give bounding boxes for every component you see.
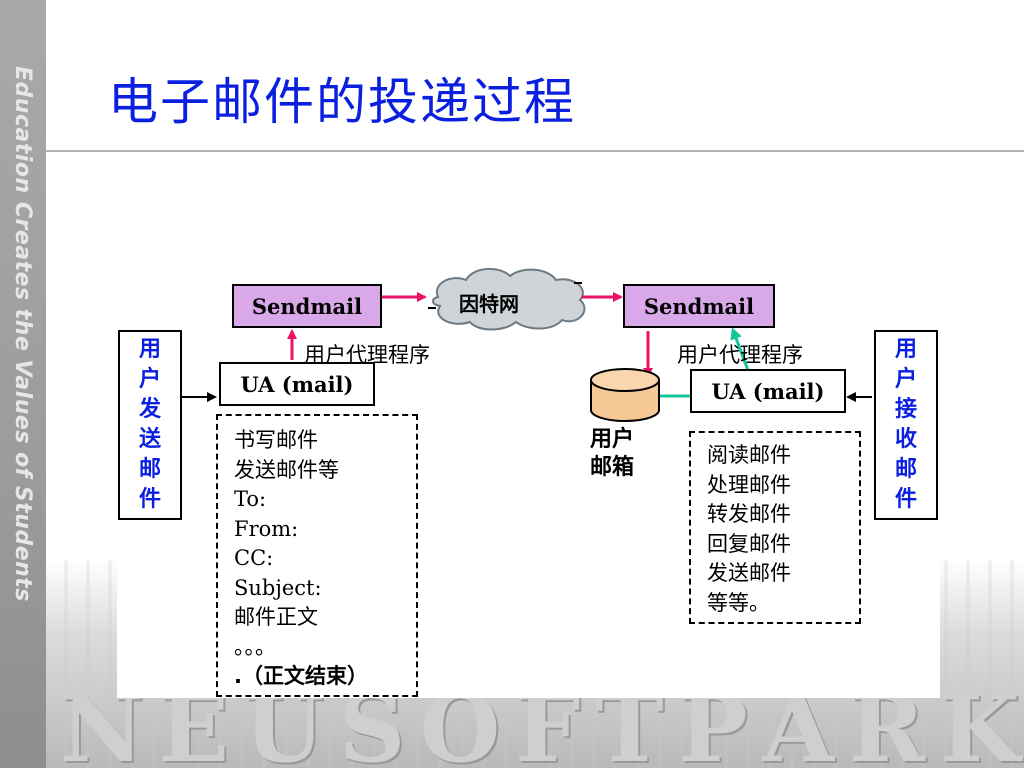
background-sign-letter: S — [338, 675, 406, 783]
background-sign-letter: N — [60, 675, 145, 783]
sender-sendmail-box: Sendmail — [232, 284, 382, 328]
compose-line: 。。。 — [234, 634, 276, 659]
compose-line: .（正文结束） — [234, 664, 368, 688]
receiver-label-char: 邮 — [894, 457, 917, 482]
background-sign-letter: T — [595, 675, 664, 783]
sender-label-char: 件 — [138, 487, 161, 512]
internet-cloud — [432, 268, 586, 331]
action-line: 发送邮件 — [707, 561, 791, 585]
internet-label: 因特网 — [459, 292, 519, 316]
background-sign-letter: O — [420, 675, 501, 783]
receiver-ua-box: UA (mail) — [690, 369, 846, 413]
sender-label-char: 用 — [138, 337, 161, 362]
receiver-label-char: 收 — [894, 427, 917, 452]
compose-line: To: — [234, 487, 267, 511]
receiver-label-box: 用 户 接 收 邮 件 — [874, 330, 938, 520]
background-sign-letter: A — [762, 675, 834, 783]
receiver-actions-panel: 阅读邮件 处理邮件 转发邮件 回复邮件 发送邮件 等等。 — [689, 431, 861, 624]
background-sign-letter: F — [515, 675, 581, 783]
slide-title: 电子邮件的投递过程 — [108, 73, 576, 131]
receiver-label-char: 户 — [894, 367, 917, 392]
compose-line: 书写邮件 — [234, 428, 318, 452]
mailbox-label: 用户 邮箱 — [590, 426, 634, 482]
background-sign-letter: K — [940, 675, 1020, 783]
mailbox-label-line: 邮箱 — [590, 455, 635, 480]
sender-label-char: 送 — [138, 427, 161, 452]
compose-line: Subject: — [234, 575, 322, 600]
compose-line: CC: — [234, 546, 274, 570]
compose-line: 发送邮件等 — [234, 457, 339, 482]
mailbox-cylinder — [590, 368, 660, 422]
compose-line: 邮件正文 — [234, 605, 318, 629]
background-sign-letter: R — [848, 675, 926, 783]
sender-label-char: 邮 — [138, 457, 161, 482]
sender-label-char: 发 — [138, 397, 161, 422]
receiver-label-char: 接 — [894, 397, 917, 422]
action-line: 转发邮件 — [707, 502, 791, 526]
receiver-ua-caption: 用户代理程序 — [677, 343, 803, 367]
compose-panel: 书写邮件 发送邮件等 To: From: CC: Subject: 邮件正文 。… — [216, 414, 418, 697]
receiver-sendmail-box: Sendmail — [623, 284, 775, 328]
receiver-label-char: 用 — [894, 337, 917, 362]
sender-label-char: 户 — [138, 367, 161, 392]
sender-ua-box: UA (mail) — [219, 362, 375, 406]
action-line: 处理邮件 — [707, 472, 791, 497]
title-divider — [46, 150, 1024, 152]
action-line: 回复邮件 — [707, 531, 791, 556]
action-line: 阅读邮件 — [707, 443, 791, 467]
sender-label-box: 用 户 发 送 邮 件 — [118, 330, 182, 520]
background-sign-letter: U — [243, 675, 325, 783]
action-line: 等等。 — [707, 590, 770, 615]
sidebar-band: Education Creates the Values of Students — [0, 0, 46, 768]
compose-line: From: — [234, 516, 299, 541]
receiver-label-char: 件 — [894, 487, 917, 512]
mailbox-label-line: 用户 — [590, 427, 635, 452]
background-sign-letter: E — [158, 675, 230, 783]
background-sign-letter: P — [678, 675, 748, 783]
